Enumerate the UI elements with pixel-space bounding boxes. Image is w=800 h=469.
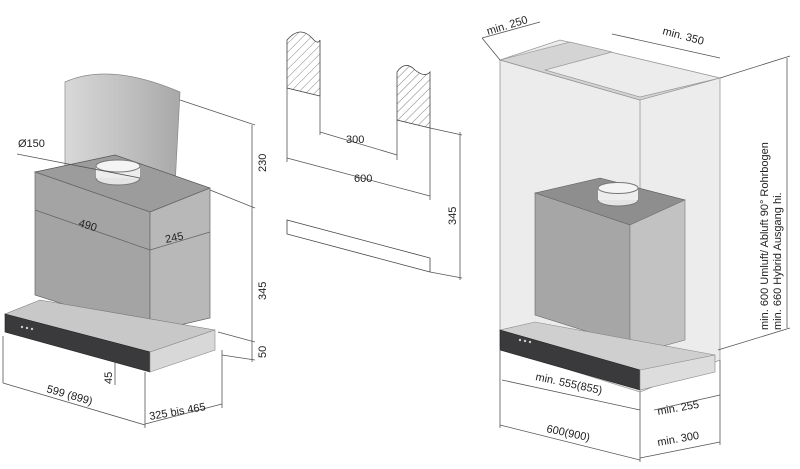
- hatched-wall-left: [286, 31, 321, 97]
- dim-chimney-height: 230: [257, 154, 269, 172]
- dim-cabinet-depth: min. 300: [656, 430, 700, 449]
- wall-cutout-view: [286, 31, 463, 280]
- hood-left-view: [2, 73, 256, 428]
- dim-cutout-height: 345: [447, 207, 459, 225]
- dim-depth-range: 325 bis 465: [148, 401, 206, 423]
- dim-duct-diameter: Ø150: [18, 138, 45, 150]
- hatched-wall-right: [396, 65, 431, 129]
- dim-body-depth: 245: [164, 230, 184, 246]
- dim-inner-depth-min: min. 255: [656, 399, 700, 418]
- cabinet-view: [481, 21, 791, 462]
- dim-panel-height: 50: [257, 346, 269, 358]
- dim-body-width: 490: [77, 217, 98, 234]
- dim-inner-width: 300: [346, 134, 364, 146]
- dim-front-height: 45: [103, 372, 115, 384]
- dim-body-height: 345: [257, 282, 269, 300]
- body-side: [149, 187, 211, 333]
- dim-height-note-2: min. 660 Hybrid Ausgang hi.: [772, 192, 784, 330]
- dim-outer-width: 600: [354, 173, 372, 185]
- dim-cabinet-width: 600(900): [545, 423, 591, 444]
- hood-body-side: [629, 199, 686, 356]
- dim-top-min-width: min. 350: [661, 25, 705, 48]
- dim-total-width: 599 (899): [45, 383, 94, 408]
- dim-top-min-depth: min. 250: [485, 14, 529, 38]
- dim-height-note-1: min. 600 Umluft/ Abluft 90° Rohrbogen: [759, 142, 771, 330]
